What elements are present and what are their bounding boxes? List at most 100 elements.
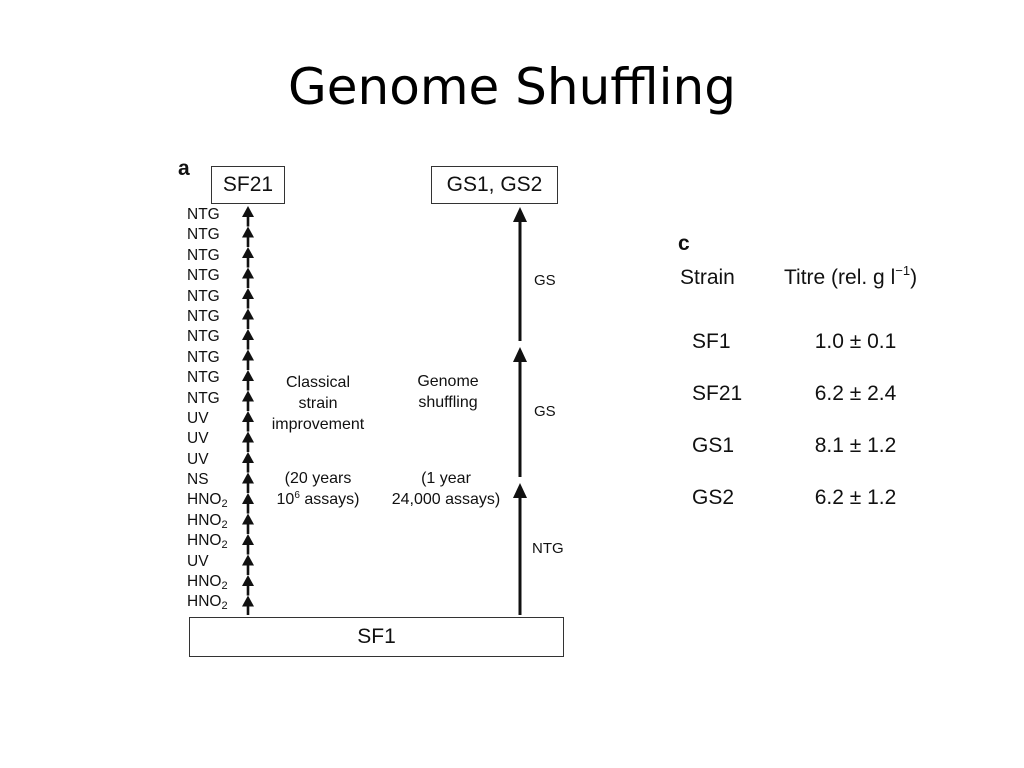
strain-cell: SF21 [692, 382, 743, 405]
titre-table: Strain Titre (rel. g l−1) SF1 1.0 ± 0.1 … [680, 262, 917, 524]
classical-step-arrow [242, 554, 254, 575]
classical-step-base: NTG [187, 226, 220, 244]
classical-step-label: HNO2 [187, 490, 228, 510]
gs-step-label-1: GS [534, 403, 556, 420]
classical-step-base: NTG [187, 287, 220, 305]
gs-step-label-2: GS [534, 272, 556, 289]
strain-cell: SF1 [692, 330, 731, 353]
classical-step-base: NTG [187, 267, 220, 285]
genome-shuffling-arrows [513, 207, 527, 615]
classical-step-base: HNO [187, 573, 222, 591]
classical-assays: 106 assays) [262, 489, 374, 510]
table-row: SF1 1.0 ± 0.1 [680, 316, 917, 368]
classical-step-label: NTG [187, 307, 228, 327]
titre-cell: 6.2 ± 1.2 [814, 486, 897, 509]
classical-step-arrow [242, 390, 254, 411]
classical-step-arrow [242, 370, 254, 391]
classical-step-base: HNO [187, 532, 222, 550]
gs1-gs2-box: GS1, GS2 [431, 166, 558, 204]
classical-line-2: strain [298, 395, 338, 412]
classical-step-arrow [242, 206, 254, 227]
classical-step-base: UV [187, 409, 209, 427]
titre-header-text: Titre (rel. g l [784, 266, 896, 289]
classical-step-base: HNO [187, 491, 222, 509]
classical-step-base: HNO [187, 511, 222, 529]
classical-years: (20 years [284, 470, 352, 487]
classical-step-label: NTG [187, 368, 228, 388]
shuffling-assays: 24,000 assays) [391, 491, 501, 508]
shuffling-years: (1 year [421, 470, 471, 487]
table-row: GS1 8.1 ± 1.2 [680, 420, 917, 472]
classical-step-arrow [242, 595, 254, 615]
strain-cell: GS2 [692, 486, 735, 509]
titre-table-header: Strain Titre (rel. g l−1) [680, 262, 917, 316]
classical-assays-post: assays) [299, 491, 360, 508]
classical-step-arrow [242, 534, 254, 555]
titre-cell: 8.1 ± 1.2 [814, 434, 897, 457]
classical-step-arrow [242, 411, 254, 432]
shuffling-duration-label: (1 year 24,000 assays) [376, 468, 516, 510]
classical-step-base: NTG [187, 246, 220, 264]
titre-header-exponent: −1 [895, 263, 911, 278]
classical-step-arrow [242, 452, 254, 473]
classical-step-label: NTG [187, 225, 228, 245]
classical-step-base: NS [187, 471, 209, 489]
classical-duration-label: (20 years 106 assays) [262, 468, 374, 510]
classical-step-label: NTG [187, 246, 228, 266]
classical-step-label: NTG [187, 327, 228, 347]
table-row: SF21 6.2 ± 2.4 [680, 368, 917, 420]
classical-step-label: HNO2 [187, 511, 228, 531]
classical-step-label: NTG [187, 348, 228, 368]
classical-step-arrow [242, 431, 254, 452]
sf21-box: SF21 [211, 166, 285, 204]
shuffling-line-2: shuffling [418, 394, 478, 411]
classical-step-subscript: 2 [221, 580, 228, 593]
classical-step-label: UV [187, 429, 228, 449]
classical-step-label: NTG [187, 287, 228, 307]
classical-step-label: HNO2 [187, 531, 228, 551]
titre-cell: 1.0 ± 0.1 [814, 330, 897, 353]
genome-shuffling-label: Genome shuffling [395, 371, 501, 413]
titre-cell: 6.2 ± 2.4 [814, 382, 897, 405]
classical-step-label: UV [187, 552, 228, 572]
classical-step-subscript: 2 [221, 539, 228, 552]
classical-step-base: NTG [187, 206, 220, 223]
gs1-gs2-box-label: GS1, GS2 [446, 173, 543, 196]
classical-step-arrow [242, 308, 254, 329]
classical-step-arrow [242, 329, 254, 350]
classical-step-arrow [242, 226, 254, 247]
ntg-arrow-head [513, 483, 527, 498]
classical-step-label: NTG [187, 389, 228, 409]
titre-header: Titre (rel. g l−1) [784, 262, 917, 316]
classical-step-label: UV [187, 450, 228, 470]
classical-step-base: HNO [187, 593, 222, 611]
classical-step-label: UV [187, 409, 228, 429]
classical-step-base: NTG [187, 369, 220, 387]
panel-c-label: c [678, 232, 690, 255]
shuffling-line-1: Genome [417, 373, 479, 390]
sf21-box-label: SF21 [222, 173, 274, 196]
classical-step-base: NTG [187, 307, 220, 325]
classical-step-base: UV [187, 552, 209, 570]
classical-step-base: UV [187, 430, 209, 448]
panel-a-label: a [178, 157, 190, 180]
classical-assays-exponent: 6 [294, 490, 300, 501]
classical-step-arrow [242, 575, 254, 596]
classical-step-base: NTG [187, 328, 220, 346]
classical-step-arrow [242, 472, 254, 493]
table-row: GS2 6.2 ± 1.2 [680, 472, 917, 524]
classical-step-label: NS [187, 470, 228, 490]
classical-step-arrow [242, 288, 254, 309]
sf1-base-box-label: SF1 [357, 625, 396, 648]
classical-assays-pre: 10 [276, 491, 295, 508]
classical-step-label: HNO2 [187, 572, 228, 592]
classical-step-label: NTG [187, 266, 228, 286]
classical-step-base: NTG [187, 389, 220, 407]
gs-arrow-1-head [513, 347, 527, 362]
classical-strain-improvement-label: Classical strain improvement [262, 372, 374, 435]
classical-line-1: Classical [285, 374, 350, 391]
classical-step-subscript: 2 [221, 518, 228, 531]
classical-step-base: NTG [187, 348, 220, 366]
strain-header: Strain [680, 266, 735, 289]
